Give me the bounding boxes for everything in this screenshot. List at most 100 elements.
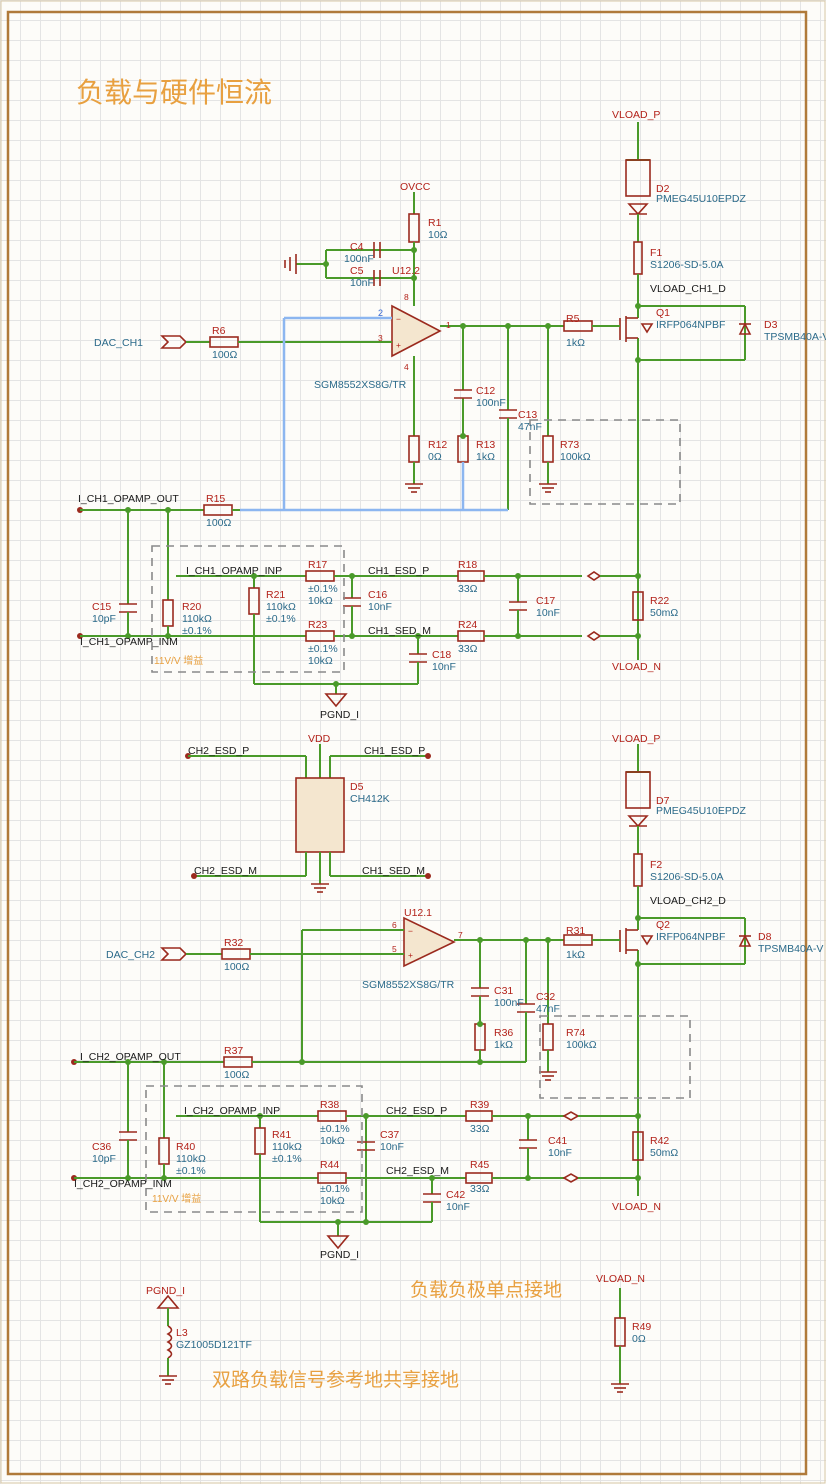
svg-text:10kΩ: 10kΩ bbox=[320, 1195, 345, 1207]
svg-text:TPSMB40A-V: TPSMB40A-V bbox=[758, 943, 823, 955]
ch2-supply-branch bbox=[625, 744, 746, 1196]
svg-text:7: 7 bbox=[458, 930, 463, 940]
svg-text:GZ1005D121TF: GZ1005D121TF bbox=[176, 1339, 252, 1351]
net-i-ch2-inm: I_CH2_OPAMP_INM bbox=[74, 1178, 172, 1190]
svg-text:R5: R5 bbox=[566, 313, 580, 325]
svg-text:±0.1%: ±0.1% bbox=[176, 1165, 206, 1177]
net-pgnd-3: PGND_I bbox=[146, 1285, 185, 1297]
svg-text:R44: R44 bbox=[320, 1159, 339, 1171]
svg-text:1kΩ: 1kΩ bbox=[476, 451, 495, 463]
svg-text:PMEG45U10EPDZ: PMEG45U10EPDZ bbox=[656, 805, 746, 817]
svg-text:47nF: 47nF bbox=[518, 421, 542, 433]
svg-text:R41: R41 bbox=[272, 1129, 291, 1141]
svg-text:110kΩ: 110kΩ bbox=[182, 613, 212, 625]
svg-text:C42: C42 bbox=[446, 1189, 465, 1201]
svg-text:110kΩ: 110kΩ bbox=[176, 1153, 206, 1165]
net-vdd: VDD bbox=[308, 733, 331, 745]
net-ch2-esd-m: CH2_ESD_M bbox=[386, 1165, 449, 1177]
d3-tvs bbox=[738, 322, 752, 335]
svg-text:PMEG45U10EPDZ: PMEG45U10EPDZ bbox=[656, 193, 746, 205]
svg-text:47nF: 47nF bbox=[536, 1003, 560, 1015]
ch1-gain-box bbox=[151, 545, 345, 673]
svg-text:C15: C15 bbox=[92, 601, 111, 613]
pin-numbers: 23 184 657 bbox=[378, 292, 463, 954]
svg-text:110kΩ: 110kΩ bbox=[266, 601, 296, 613]
svg-text:33Ω: 33Ω bbox=[470, 1183, 490, 1195]
ch1-grounds bbox=[405, 483, 557, 493]
svg-text:C17: C17 bbox=[536, 595, 555, 607]
svg-text:100Ω: 100Ω bbox=[224, 1069, 250, 1081]
svg-text:+: + bbox=[396, 340, 401, 350]
svg-text:R32: R32 bbox=[224, 937, 243, 949]
svg-text:10nF: 10nF bbox=[432, 661, 456, 673]
svg-text:R18: R18 bbox=[458, 559, 477, 571]
svg-text:C37: C37 bbox=[380, 1129, 399, 1141]
svg-text:100nF: 100nF bbox=[344, 253, 374, 265]
r73-note-box bbox=[529, 419, 681, 505]
svg-text:−: − bbox=[396, 314, 401, 324]
svg-text:10kΩ: 10kΩ bbox=[308, 595, 333, 607]
svg-text:10nF: 10nF bbox=[350, 277, 374, 289]
net-i-ch1-inm: I_CH1_OPAMP_INM bbox=[80, 636, 178, 648]
svg-text:1kΩ: 1kΩ bbox=[494, 1039, 513, 1051]
net-i-ch2-inp: I_CH2_OPAMP_INP bbox=[184, 1105, 280, 1117]
svg-text:±0.1%: ±0.1% bbox=[320, 1123, 350, 1135]
svg-text:C36: C36 bbox=[92, 1141, 111, 1153]
ch1-current-sense bbox=[77, 504, 644, 708]
svg-text:R6: R6 bbox=[212, 325, 226, 337]
net-dac-ch1: DAC_CH1 bbox=[94, 337, 143, 349]
net-dac-ch2: DAC_CH2 bbox=[106, 949, 155, 961]
net-i-ch2-out: I_CH2_OPAMP_OUT bbox=[80, 1051, 181, 1063]
net-i-ch1-out: I_CH1_OPAMP_OUT bbox=[78, 493, 179, 505]
ch1-feedback-bus bbox=[240, 316, 508, 512]
svg-text:R15: R15 bbox=[206, 493, 225, 505]
u12-2-opamp: − + bbox=[391, 304, 442, 358]
svg-text:R21: R21 bbox=[266, 589, 285, 601]
svg-text:10pF: 10pF bbox=[92, 613, 116, 625]
svg-text:R24: R24 bbox=[458, 619, 477, 631]
svg-text:+: + bbox=[408, 950, 413, 960]
q2-mosfet bbox=[619, 928, 654, 954]
svg-text:F1: F1 bbox=[650, 247, 662, 259]
ch2-gain-box bbox=[145, 1085, 363, 1213]
svg-text:F2: F2 bbox=[650, 859, 662, 871]
svg-text:10nF: 10nF bbox=[368, 601, 392, 613]
svg-text:R13: R13 bbox=[476, 439, 495, 451]
svg-text:−: − bbox=[408, 926, 413, 936]
net-i-ch1-inp: I_CH1_OPAMP_INP bbox=[186, 565, 282, 577]
u12-1-opamp: − + bbox=[403, 916, 456, 968]
svg-text:±0.1%: ±0.1% bbox=[320, 1183, 350, 1195]
svg-text:0Ω: 0Ω bbox=[632, 1333, 646, 1345]
svg-text:1: 1 bbox=[446, 320, 451, 330]
svg-text:R37: R37 bbox=[224, 1045, 243, 1057]
svg-text:C32: C32 bbox=[536, 991, 555, 1003]
svg-text:IRFP064NPBF: IRFP064NPBF bbox=[656, 931, 725, 943]
svg-text:R39: R39 bbox=[470, 1099, 489, 1111]
svg-text:R22: R22 bbox=[650, 595, 669, 607]
svg-text:±0.1%: ±0.1% bbox=[308, 583, 338, 595]
ch1-gain-label: 11V/V 增益 bbox=[154, 654, 203, 667]
svg-text:R20: R20 bbox=[182, 601, 201, 613]
net-pgnd-1: PGND_I bbox=[320, 709, 359, 721]
svg-text:10nF: 10nF bbox=[446, 1201, 470, 1213]
shared-ground-note: 双路负载信号参考地共享接地 bbox=[212, 1369, 459, 1391]
svg-text:10nF: 10nF bbox=[548, 1147, 572, 1159]
q1-mosfet bbox=[619, 316, 654, 342]
net-vload-ch1-d: VLOAD_CH1_D bbox=[650, 283, 726, 295]
svg-text:33Ω: 33Ω bbox=[470, 1123, 490, 1135]
net-vload-n-3: VLOAD_N bbox=[596, 1273, 645, 1285]
d8-tvs bbox=[738, 934, 752, 947]
svg-text:4: 4 bbox=[404, 362, 409, 372]
svg-text:D3: D3 bbox=[764, 319, 778, 331]
sheet-border bbox=[6, 10, 808, 1476]
svg-text:R74: R74 bbox=[566, 1027, 585, 1039]
ch2-gain-label: 11V/V 增益 bbox=[152, 1192, 201, 1205]
svg-text:C13: C13 bbox=[518, 409, 537, 421]
svg-text:R17: R17 bbox=[308, 559, 327, 571]
r49-ground-link bbox=[611, 1288, 629, 1393]
net-vload-n-2: VLOAD_N bbox=[612, 1201, 661, 1213]
net-d5-ch2-esd-m: CH2_ESD_M bbox=[194, 865, 257, 877]
svg-text:8: 8 bbox=[404, 292, 409, 302]
svg-text:S1206-SD-5.0A: S1206-SD-5.0A bbox=[650, 871, 724, 883]
